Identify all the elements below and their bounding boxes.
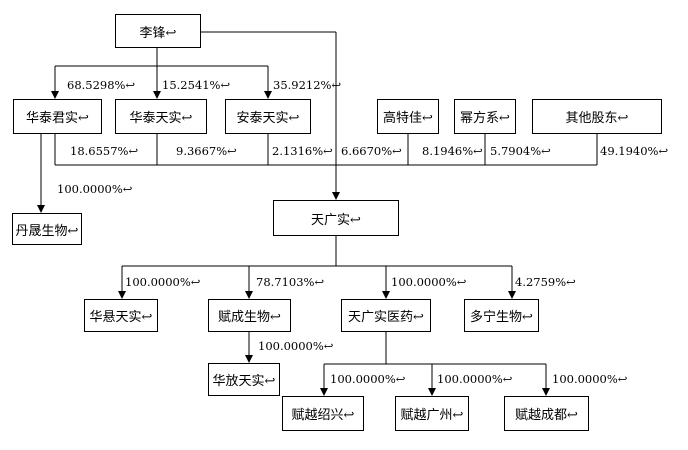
pct-mi-fangxi-to-tgs: 5.7904%↩ xyxy=(490,144,551,158)
pct-li-to-huatai-junshi: 68.5298%↩ xyxy=(67,78,136,92)
pct-pharma-to-shaoxing: 100.0000%↩ xyxy=(330,372,406,386)
pct-other-to-tgs: 49.1940%↩ xyxy=(600,144,669,158)
pct-tgs-to-fucheng: 78.7103%↩ xyxy=(256,275,325,289)
pct-huatai-junshi-to-tgs: 18.6557%↩ xyxy=(70,144,139,158)
entity-tgs-pharma: 天广实医药↩ xyxy=(341,299,431,332)
entity-fuyue-shaoxing: 赋越绍兴↩ xyxy=(282,396,364,431)
pct-pharma-to-chengdu: 100.0000%↩ xyxy=(552,372,628,386)
pct-tgs-to-duoning: 4.2759%↩ xyxy=(515,275,576,289)
pct-pharma-to-guangzhou: 100.0000%↩ xyxy=(437,372,513,386)
entity-huatai-tianshi: 华泰天实↩ xyxy=(115,99,207,134)
entity-huatai-junshi: 华泰君实↩ xyxy=(13,99,102,134)
entity-other-shareholders: 其他股东↩ xyxy=(532,99,662,134)
entity-li-feng: 李锋↩ xyxy=(115,14,201,48)
pct-tgs-to-pharma: 100.0000%↩ xyxy=(391,275,467,289)
pct-li-to-huatai-tianshi: 15.2541%↩ xyxy=(162,78,231,92)
pct-gao-tejia-to-tgs: 8.1946%↩ xyxy=(422,144,483,158)
entity-huafang-tianshi: 华放天实↩ xyxy=(208,363,280,396)
entity-huaxuan-tianshi: 华悬天实↩ xyxy=(84,299,158,332)
entity-fuyue-chengdu: 赋越成都↩ xyxy=(504,396,589,431)
pct-fucheng-to-huafang: 100.0000%↩ xyxy=(258,339,334,353)
pct-huatai-tianshi-to-tgs: 9.3667%↩ xyxy=(176,144,237,158)
entity-antai-tianshi: 安泰天实↩ xyxy=(225,99,311,134)
entity-tianguangshi: 天广实↩ xyxy=(273,200,399,236)
entity-gao-tejia: 高特佳↩ xyxy=(377,99,439,134)
entity-duoning-bio: 多宁生物↩ xyxy=(464,299,539,332)
entity-mi-fangxi: 幂方系↩ xyxy=(454,99,516,134)
entity-fucheng-bio: 赋成生物↩ xyxy=(208,299,291,332)
pct-li-to-tgs: 6.6670%↩ xyxy=(341,144,402,158)
pct-tgs-to-huaxuan: 100.0000%↩ xyxy=(125,275,201,289)
pct-antai-tianshi-to-tgs: 2.1316%↩ xyxy=(272,144,333,158)
pct-huatai-junshi-to-dansheng: 100.0000%↩ xyxy=(57,182,133,196)
entity-fuyue-guangzhou: 赋越广州↩ xyxy=(395,396,469,431)
pct-li-to-antai-tianshi: 35.9212%↩ xyxy=(273,78,342,92)
entity-dansheng-bio: 丹晟生物↩ xyxy=(12,213,82,245)
